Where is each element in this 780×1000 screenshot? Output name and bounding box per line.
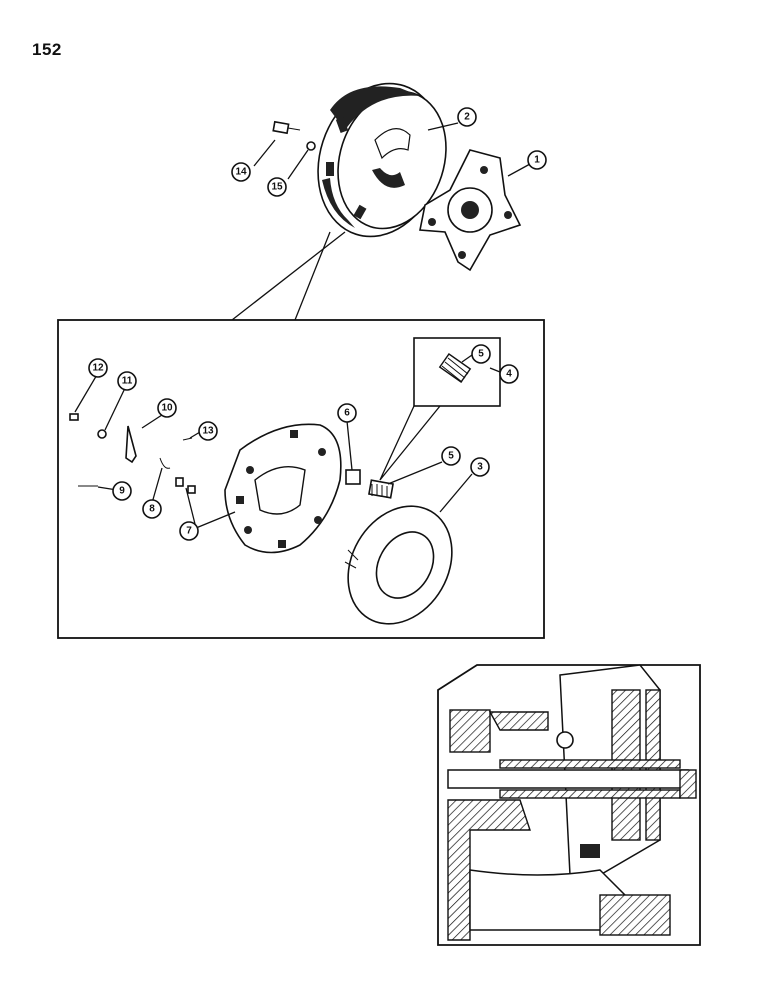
callout-8: 8 bbox=[142, 499, 162, 519]
pressure-plate-assembly bbox=[317, 82, 447, 238]
svg-text:9: 9 bbox=[119, 486, 125, 497]
callout-5: 5 bbox=[441, 446, 461, 466]
pressure-plate-ring bbox=[344, 505, 453, 625]
callout-11: 11 bbox=[117, 371, 137, 391]
callout-2: 2 bbox=[457, 107, 477, 127]
callout-5-inset: 5 bbox=[471, 344, 491, 364]
callout-4: 4 bbox=[499, 364, 519, 384]
svg-text:10: 10 bbox=[161, 403, 173, 414]
leader-lines bbox=[74, 122, 531, 529]
svg-text:6: 6 bbox=[344, 408, 350, 419]
callout-10: 10 bbox=[157, 398, 177, 418]
callout-6: 6 bbox=[337, 403, 357, 423]
detail-connector-left bbox=[294, 231, 331, 321]
svg-text:5: 5 bbox=[478, 349, 484, 360]
clutch-cross-section bbox=[437, 664, 701, 946]
svg-text:14: 14 bbox=[235, 167, 247, 178]
callout-15: 15 bbox=[267, 177, 287, 197]
svg-text:8: 8 bbox=[149, 504, 155, 515]
callout-1: 1 bbox=[527, 150, 547, 170]
svg-text:12: 12 bbox=[92, 363, 104, 374]
svg-text:7: 7 bbox=[186, 526, 192, 537]
callout-9: 9 bbox=[112, 481, 132, 501]
svg-text:15: 15 bbox=[271, 182, 283, 193]
callout-14: 14 bbox=[231, 162, 251, 182]
callout-13: 13 bbox=[198, 421, 218, 441]
svg-text:1: 1 bbox=[534, 155, 540, 166]
detail-box bbox=[57, 319, 545, 639]
svg-text:4: 4 bbox=[506, 369, 512, 380]
spring-inset bbox=[438, 353, 472, 383]
callout-7: 7 bbox=[179, 521, 199, 541]
svg-text:13: 13 bbox=[202, 426, 214, 437]
svg-text:2: 2 bbox=[464, 112, 470, 123]
small-parts bbox=[69, 413, 394, 499]
clutch-disc bbox=[419, 149, 522, 272]
page-number: 152 bbox=[32, 40, 62, 59]
svg-text:5: 5 bbox=[448, 451, 454, 462]
clutch-cover-plate bbox=[224, 423, 342, 554]
svg-text:3: 3 bbox=[477, 462, 483, 473]
callout-3: 3 bbox=[470, 457, 490, 477]
bolt-and-washer bbox=[272, 120, 316, 151]
detail-connector-right bbox=[231, 231, 346, 321]
svg-text:11: 11 bbox=[122, 376, 133, 387]
callout-12: 12 bbox=[88, 358, 108, 378]
spring-inset-connector bbox=[379, 405, 441, 481]
